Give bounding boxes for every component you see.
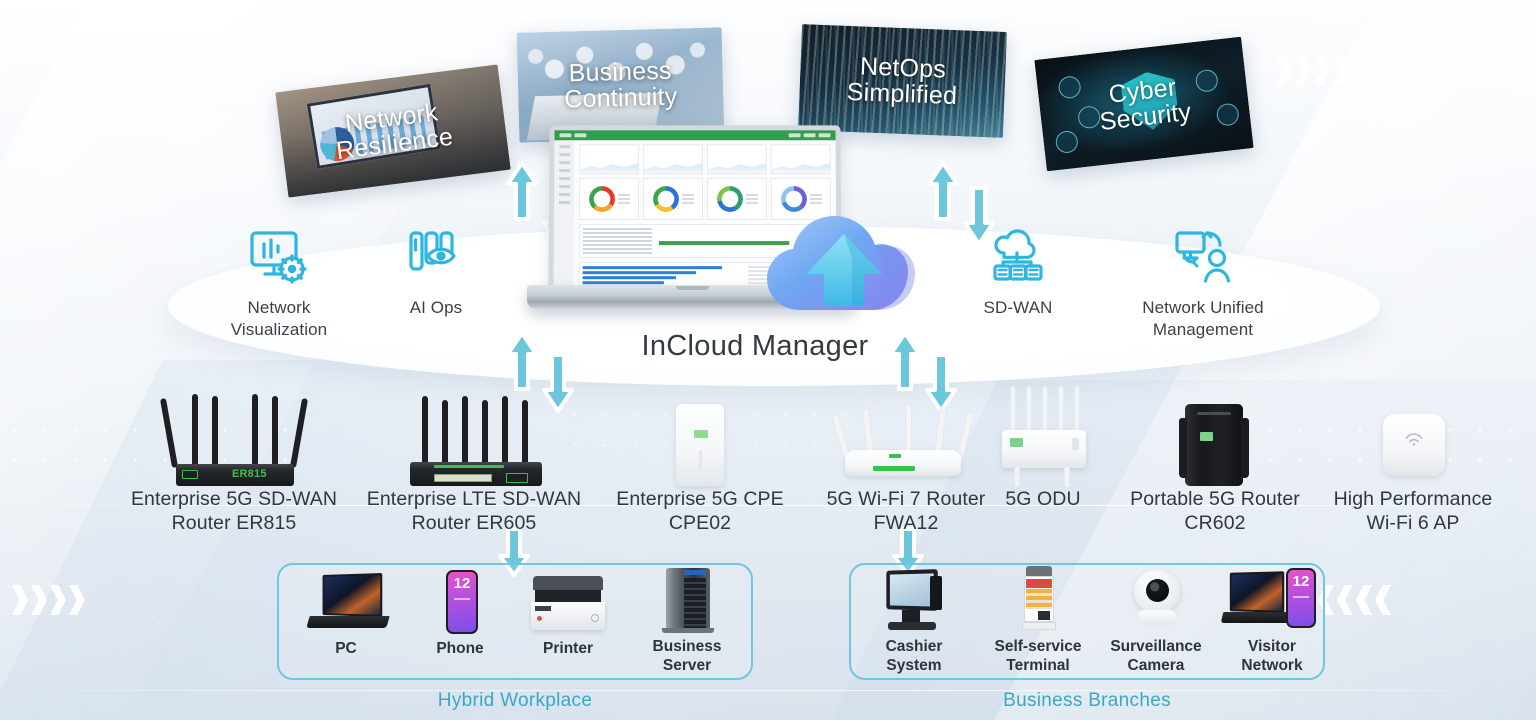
endpoint-image-cashier-system [868,566,960,634]
device-er605[interactable]: Enterprise LTE SD-WAN Router ER605 [358,392,590,536]
endpoint-label: Cashier System [885,638,943,674]
endpoint-image-phone: 12 [420,570,500,636]
group-title-business-branches: Business Branches [1003,690,1171,711]
arrow-up-right-bottom [888,330,922,392]
endpoint-label: Business Server [652,638,722,674]
device-image-er605 [394,392,554,488]
endpoint-phone[interactable]: 12 Phone [420,570,500,659]
endpoint-image-pc [302,570,390,636]
cloud-upload-icon [760,198,928,320]
feature-network-unified-management[interactable]: Network Unified Management [1108,228,1298,342]
endpoint-pc[interactable]: PC [300,570,392,659]
feature-label: Network Unified Management [1142,298,1264,340]
device-label: High Performance Wi-Fi 6 AP [1333,488,1493,534]
endpoint-image-self-service-terminal [990,566,1086,634]
endpoint-image-business-server [640,566,734,634]
device-label: 5G ODU [1005,488,1081,510]
endpoint-surveillance-camera[interactable]: Surveillance Camera [1108,566,1204,675]
endpoint-image-surveillance-camera [1108,566,1204,634]
feature-sd-wan[interactable]: SD-WAN [923,228,1113,319]
device-image-wifi6-ap [1365,392,1461,488]
endpoint-cashier-system[interactable]: Cashier System [868,566,960,675]
device-er815[interactable]: ER815 Enterprise 5G SD-WAN Router ER815 [118,392,350,536]
endpoint-printer[interactable]: Printer [525,570,611,659]
dashboard-topbar [554,130,836,141]
cloud-servers-icon [986,228,1050,288]
feature-label: SD-WAN [983,298,1053,317]
bars-eye-icon [404,228,468,288]
device-label: Enterprise 5G SD-WAN Router ER815 [130,488,338,534]
endpoint-label: Self-service Terminal [994,638,1082,674]
device-cr602[interactable]: Portable 5G Router CR602 [1120,392,1310,536]
endpoint-self-service-terminal[interactable]: Self-service Terminal [990,566,1086,675]
phone-badge: 12 [453,575,471,592]
chevrons-bottom-right [1318,585,1391,615]
phone-badge: 12 [1292,573,1310,590]
device-label: Enterprise LTE SD-WAN Router ER605 [366,488,582,534]
chevrons-top-right [1276,55,1349,85]
arrow-down-right-bottom [924,352,958,414]
endpoint-image-visitor-network: 12 [1220,566,1322,634]
device-label: Enterprise 5G CPE CPE02 [616,488,784,534]
page-title: InCloud Manager [641,330,869,362]
arrow-up-right-top [926,160,960,222]
group-title-hybrid-workplace: Hybrid Workplace [437,690,593,711]
feature-label: AI Ops [409,298,463,317]
arrow-up-left-bottom [505,330,539,392]
device-model-badge: ER815 [232,468,267,480]
arrow-down-left-bottom [541,352,575,414]
endpoint-visitor-network[interactable]: 12 Visitor Network [1220,566,1322,675]
chevrons-bottom-left [12,585,85,615]
arrow-up-left-top [505,160,539,222]
feature-label: Network Visualization [230,298,328,340]
endpoint-business-server[interactable]: Business Server [640,566,734,675]
feature-ai-ops[interactable]: AI Ops [341,228,531,319]
endpoint-label: PC [335,640,357,657]
dashboard-kpi-row [579,144,831,175]
device-image-cpe02 [670,392,730,488]
endpoint-label: Surveillance Camera [1110,638,1202,674]
device-wifi6-ap[interactable]: High Performance Wi-Fi 6 AP [1318,392,1508,536]
arrow-down-right-top [962,185,996,247]
endpoint-image-printer [525,570,611,636]
device-cpe02[interactable]: Enterprise 5G CPE CPE02 [600,392,800,536]
device-image-fwa12 [821,392,991,488]
monitor-gear-icon [247,228,311,288]
device-image-cr602 [1167,392,1263,488]
device-image-er815: ER815 [154,392,314,488]
device-label: 5G Wi-Fi 7 Router FWA12 [826,488,986,534]
monitor-user-sync-icon [1171,228,1235,288]
endpoint-label: Printer [543,640,593,657]
device-5g-odu[interactable]: 5G ODU [968,386,1118,512]
dashboard-sidebar [553,140,575,289]
feature-network-visualization[interactable]: Network Visualization [184,228,374,342]
endpoint-label: Visitor Network [1241,638,1303,674]
device-fwa12[interactable]: 5G Wi-Fi 7 Router FWA12 [806,392,1006,536]
device-image-5g-odu [988,386,1098,488]
device-label: Portable 5G Router CR602 [1130,488,1300,534]
endpoint-label: Phone [436,640,484,657]
